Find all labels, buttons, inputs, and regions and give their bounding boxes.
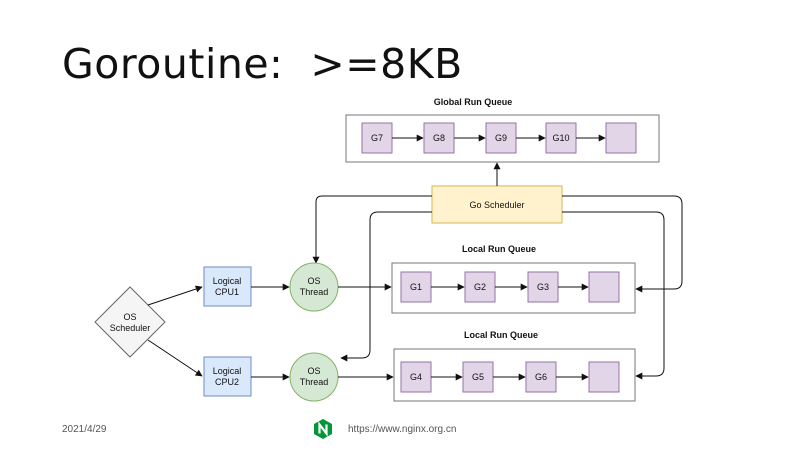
- local-queue-1-item: G3: [527, 271, 559, 303]
- thread2-label-line1: OS: [307, 366, 320, 376]
- footer-url: https://www.nginx.org.cn: [348, 424, 457, 435]
- local-queue-1-item: G1: [400, 271, 432, 303]
- local-queue-2-item: G4: [400, 361, 432, 393]
- os-scheduler-diamond: [94, 286, 166, 358]
- svg-text:G10: G10: [552, 133, 569, 143]
- local-queue-2-item: G5: [462, 361, 494, 393]
- local-queue-1-item-empty: [588, 271, 620, 303]
- slide-title: Goroutine: >=8KB: [62, 40, 463, 88]
- global-queue-item: G10: [545, 122, 577, 154]
- logical-cpu2-box: [203, 356, 252, 397]
- global-queue-item: G9: [485, 122, 517, 154]
- cpu1-label-line2: CPU1: [215, 287, 239, 297]
- os-to-cpu1-arrow: [147, 285, 203, 306]
- os-scheduler-label-line2: Scheduler: [110, 323, 151, 333]
- local-queue-2-label: Local Run Queue: [464, 330, 538, 340]
- cpu1-label-line1: Logical: [213, 276, 242, 286]
- global-queue-item: G8: [423, 122, 455, 154]
- svg-text:G2: G2: [474, 282, 486, 292]
- cpu2-label-line1: Logical: [213, 366, 242, 376]
- svg-text:G5: G5: [472, 372, 484, 382]
- slide-date: 2021/4/29: [62, 424, 107, 435]
- thread1-label-line2: Thread: [300, 287, 329, 297]
- thread1-label-line1: OS: [307, 276, 320, 286]
- svg-text:G8: G8: [433, 133, 445, 143]
- svg-text:G9: G9: [495, 133, 507, 143]
- global-queue-item-empty: [605, 122, 637, 154]
- svg-text:G1: G1: [410, 282, 422, 292]
- local-queue-2-item: G6: [525, 361, 557, 393]
- cpu2-label-line2: CPU2: [215, 377, 239, 387]
- scheduler-to-thread1-arrow: [312, 195, 432, 264]
- global-queue-item: G7: [361, 122, 393, 154]
- global-queue-label: Global Run Queue: [434, 97, 513, 107]
- local-queue-1-label: Local Run Queue: [462, 244, 536, 254]
- svg-text:G7: G7: [371, 133, 383, 143]
- svg-text:G6: G6: [535, 372, 547, 382]
- scheduler-to-local1-arrow: [562, 195, 683, 293]
- os-scheduler-label-line1: OS: [123, 312, 136, 322]
- nginx-logo-icon: [314, 419, 332, 439]
- scheduler-to-local2-arrow: [562, 211, 665, 380]
- thread2-label-line2: Thread: [300, 377, 329, 387]
- os-to-cpu2-arrow: [147, 339, 203, 377]
- go-scheduler-label: Go Scheduler: [469, 200, 524, 210]
- svg-text:G3: G3: [537, 282, 549, 292]
- local-queue-2-item-empty: [588, 361, 620, 393]
- go-scheduler-box: [431, 185, 563, 224]
- local-queue-1-item: G2: [464, 271, 496, 303]
- svg-text:G4: G4: [410, 372, 422, 382]
- scheduler-to-thread2-arrow: [340, 211, 432, 362]
